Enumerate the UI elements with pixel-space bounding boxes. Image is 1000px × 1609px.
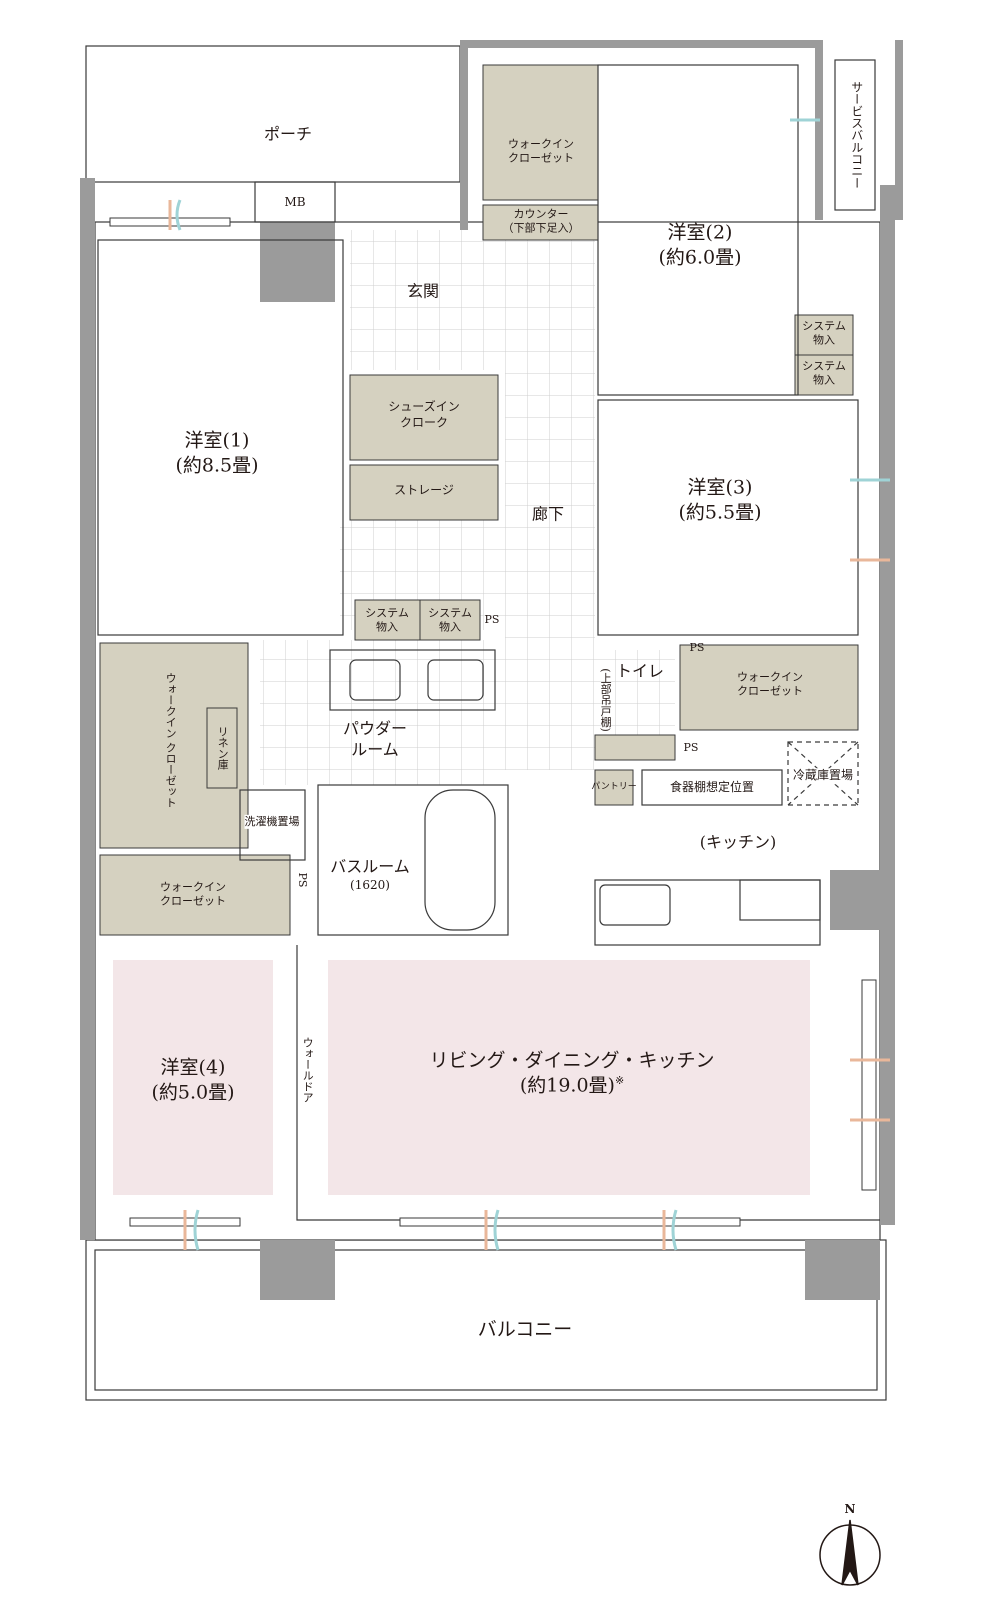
label-linen: リネン庫: [216, 726, 230, 770]
powder-l1: パウダー: [342, 719, 408, 739]
wic-top: [482, 64, 599, 201]
hallway-tiles: [260, 230, 675, 785]
label-ps-4: PS: [296, 872, 310, 888]
label-system-storage-3: システム物入: [365, 607, 409, 636]
system-storage-2-l2: 物入: [812, 374, 835, 387]
storage: [349, 464, 499, 521]
label-toilet: トイレ: [615, 661, 665, 681]
label-system-storage-2: システム物入: [802, 360, 846, 389]
label-ps-2: PS: [689, 640, 705, 654]
label-fridge: 冷蔵庫置場: [792, 768, 854, 784]
wic-lower: [99, 854, 291, 936]
ldk-area: [328, 960, 810, 1195]
label-porch: ポーチ: [263, 124, 313, 144]
system-storage-1-l2: 物入: [812, 334, 835, 347]
wic-top-line1: ウォークイン: [508, 137, 574, 151]
ldk-note-mark: ※: [614, 1073, 625, 1087]
shoes-in-l1: シューズイン: [388, 399, 460, 414]
room4-name: 洋室(4): [160, 1056, 226, 1079]
label-wic-top: ウォークインクローゼット: [508, 138, 574, 167]
wic-top-line2: クローゼット: [508, 152, 574, 165]
north-label: N: [844, 1502, 856, 1517]
wic-right: [679, 644, 859, 731]
label-counter: カウンター（下部下足入）: [503, 208, 580, 237]
label-system-storage-1: システム物入: [802, 320, 846, 349]
counter-line1: カウンター: [513, 207, 569, 221]
label-cupboard: 食器棚想定位置: [669, 780, 755, 795]
wic-lower-l2: クローゼット: [160, 895, 226, 908]
label-entrance: 玄関: [406, 281, 440, 301]
label-room1: 洋室(1)(約8.5畳): [175, 428, 258, 477]
label-wic-right: ウォークインクローゼット: [737, 671, 803, 700]
shoes-in-cloak: [349, 374, 499, 461]
bathroom-size: (1620): [350, 877, 390, 892]
porch-area: [85, 45, 461, 183]
label-wic-lower: ウォークインクローゼット: [160, 881, 226, 910]
system-storage-2-l1: システム: [802, 359, 846, 373]
ldk-name: リビング・ダイニング・キッチン: [429, 1049, 715, 1072]
north-compass: [819, 1519, 881, 1586]
wic-left-l2: クローゼット: [164, 741, 178, 808]
system-storage-4-l2: 物入: [438, 621, 461, 634]
label-powder-room: パウダールーム: [343, 719, 407, 761]
label-system-storage-4: システム物入: [428, 607, 472, 636]
wic-right-l1: ウォークイン: [737, 670, 803, 684]
system-storage-4-l1: システム: [428, 606, 472, 620]
wic-left-l1: ウォークイン: [164, 672, 178, 739]
label-ldk: リビング・ダイニング・キッチン(約19.0畳)※: [429, 1048, 714, 1097]
label-pantry: パントリー: [591, 782, 637, 793]
label-ps-3: PS: [683, 740, 699, 754]
label-ps-1: PS: [484, 612, 500, 626]
ldk-size: (約19.0畳): [519, 1074, 615, 1096]
label-shoes-in-cloak: シューズインクローク: [388, 399, 459, 430]
room3-size: (約5.5畳): [678, 501, 762, 523]
room1-name: 洋室(1): [184, 429, 250, 452]
label-room3: 洋室(3)(約5.5畳): [678, 475, 761, 524]
label-kitchen: (キッチン): [699, 832, 777, 852]
room4-area: [113, 960, 273, 1195]
label-storage: ストレージ: [394, 483, 454, 498]
room2-size: (約6.0畳): [658, 246, 742, 268]
wic-right-l2: クローゼット: [737, 685, 803, 698]
label-wic-left: ウォークイン クローゼット: [163, 672, 177, 808]
label-toilet-note: (上部吊戸棚): [599, 668, 613, 732]
label-wall-door: ウォールドア: [301, 1037, 315, 1103]
room3-name: 洋室(3): [687, 476, 753, 499]
system-storage-1-l1: システム: [802, 319, 846, 333]
label-service-balcony: サービスバルコニー: [849, 81, 864, 189]
room1-size: (約8.5畳): [175, 454, 259, 476]
room4-size: (約5.0畳): [151, 1081, 235, 1103]
wic-lower-l1: ウォークイン: [160, 880, 226, 894]
bathroom-name: バスルーム: [330, 856, 410, 876]
shoes-in-l2: クローク: [399, 415, 448, 429]
label-mb: MB: [284, 195, 306, 210]
balcony-area: [85, 1239, 887, 1401]
system-storage-3-l1: システム: [365, 606, 409, 620]
label-bathroom: バスルーム(1620): [330, 857, 410, 893]
label-room2: 洋室(2)(約6.0畳): [658, 220, 741, 269]
room2-name: 洋室(2): [667, 221, 733, 244]
counter-line2: （下部下足入）: [502, 222, 580, 235]
powder-l2: ルーム: [351, 740, 399, 759]
counter: [482, 204, 599, 241]
label-washer: 洗濯機置場: [244, 814, 300, 830]
walls: [80, 40, 903, 1300]
label-balcony: バルコニー: [477, 1318, 573, 1341]
label-room4: 洋室(4)(約5.0畳): [151, 1055, 234, 1104]
label-corridor: 廊下: [531, 504, 565, 524]
system-storage-3-l2: 物入: [375, 621, 398, 634]
